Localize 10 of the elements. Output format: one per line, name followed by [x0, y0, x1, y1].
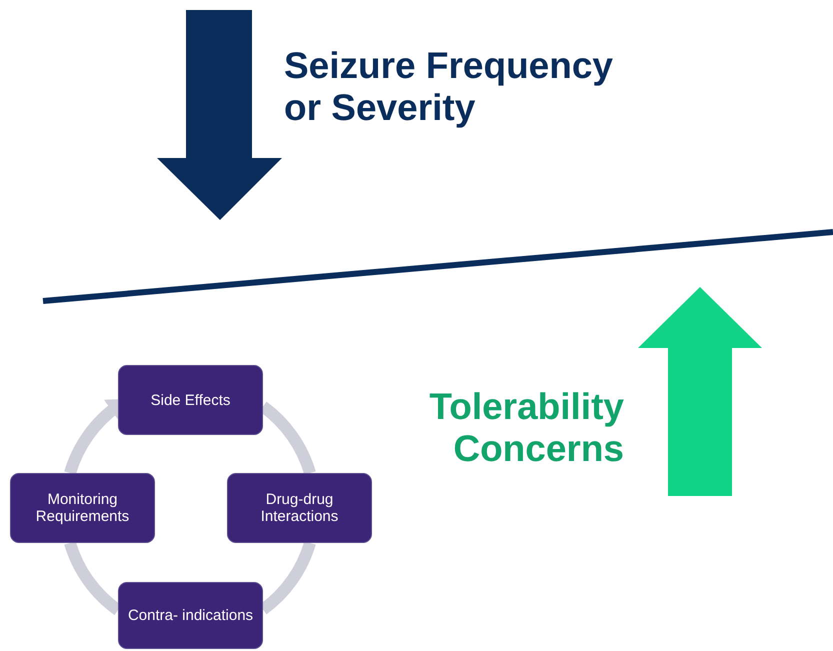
- box-label: Side Effects: [150, 392, 230, 408]
- heading-text: Seizure Frequency or Severity: [284, 45, 614, 129]
- box-label: Drug-drug Interactions: [260, 491, 340, 525]
- process-box: [10, 473, 155, 543]
- box-label: Contra- indications: [128, 607, 254, 624]
- process-box: [118, 582, 263, 649]
- heading-text: Tolerability Concerns: [428, 386, 624, 470]
- process-box: [118, 365, 263, 435]
- box-label: Monitoring Requirements: [34, 491, 130, 525]
- process-box: [227, 473, 372, 543]
